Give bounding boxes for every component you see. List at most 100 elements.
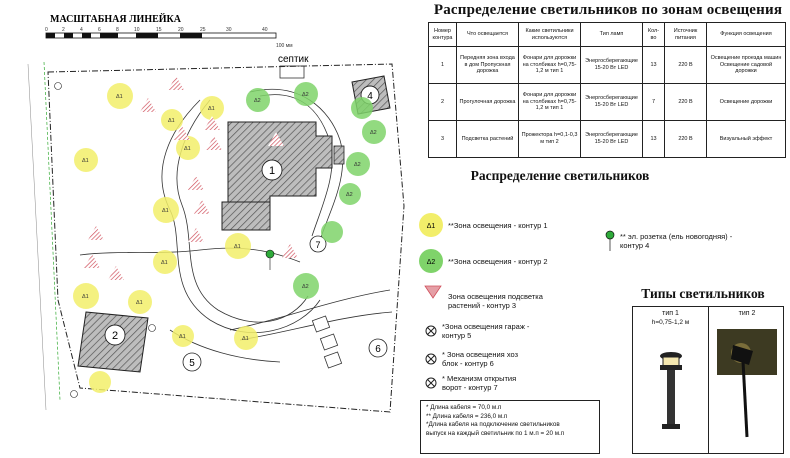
legend-label: Зона освещения подсветка растений - конт…	[448, 292, 543, 310]
site-plan: МАСШТАБНАЯ ЛИНЕЙКА 0 2 4 6 8 10 15 20 25…	[27, 13, 405, 413]
table-cell: Прогулочная дорожка	[456, 83, 519, 121]
cable-line-3: *Длина кабеля на подключение светильнико…	[426, 421, 560, 428]
svg-text:Δ1: Δ1	[136, 300, 143, 306]
svg-text:Δ1: Δ1	[161, 260, 168, 266]
green-circle-icon: Δ2	[419, 249, 443, 273]
cable-line-4: выпуск на каждый светильник по 1 м.п = 2…	[426, 429, 565, 437]
svg-text:Δ1: Δ1	[168, 118, 175, 124]
col-header-power: Источник питания	[664, 22, 707, 47]
legend-label: **Зона освещения - контур 1	[448, 220, 548, 230]
socket-icon	[605, 230, 615, 251]
table-cell: Фонари для дорожки на столбиках h=0,75-1…	[518, 46, 581, 84]
legend-item-contour-7: * Механизм открытия ворот - контур 7	[424, 374, 534, 392]
boundary-line-left	[43, 61, 61, 401]
scale-ruler	[45, 32, 277, 39]
svg-text:40: 40	[262, 27, 268, 33]
svg-text:Δ2: Δ2	[302, 92, 309, 98]
contour-markers	[54, 82, 156, 398]
svg-text:Δ2: Δ2	[302, 284, 309, 290]
spotlight-icon	[717, 329, 777, 438]
svg-text:4: 4	[80, 27, 83, 33]
table-header-row: Номер контура Что освещается Какие свети…	[428, 22, 786, 47]
table-row: 2 Прогулочная дорожка Фонари для дорожки…	[428, 83, 786, 121]
crossed-circle-icon	[425, 353, 437, 365]
svg-text:Δ2: Δ2	[427, 259, 436, 266]
fixture-types-box: тип 1 h=0,75-1,2 м тип 2	[632, 306, 784, 454]
legend-label: * Зона освещения хоз блок - контур 6	[442, 350, 519, 368]
scale-tick-labels: 0 2 4 6 8 10 15 20 25 30 40 100 мм	[45, 27, 293, 49]
svg-text:Δ2: Δ2	[354, 162, 361, 168]
col-header-lamp-type: Тип ламп	[580, 22, 643, 47]
table-cell: Освещение проезда машин Освещение садово…	[706, 46, 786, 84]
table-cell: Энергосберегающие 15-20 Вт LED	[580, 83, 643, 121]
svg-text:Δ1: Δ1	[427, 223, 436, 230]
col-header-function: Функция освещения	[706, 22, 786, 47]
zones-table: Номер контура Что освещается Какие свети…	[428, 22, 786, 158]
svg-text:Δ1: Δ1	[116, 94, 123, 100]
svg-text:Δ1: Δ1	[179, 334, 186, 340]
parking-blocks	[311, 315, 343, 369]
col-header-lit-object: Что освещается	[456, 22, 519, 47]
svg-text:100 мм: 100 мм	[276, 43, 293, 49]
svg-text:Δ1: Δ1	[242, 336, 249, 342]
yellow-light-zones	[73, 83, 258, 393]
area-label-5: 5	[189, 358, 195, 369]
svg-text:15: 15	[156, 27, 162, 33]
table-cell: Прожектора h=0,1-0,3 м тип 2	[518, 120, 581, 158]
road-edge	[27, 63, 47, 411]
crossed-circle-icon	[425, 325, 437, 337]
legend-label: *Зона освещения гараж - контур 5	[442, 322, 530, 340]
svg-text:0: 0	[45, 27, 48, 33]
zones-table-title: Распределение светильников по зонам осве…	[433, 2, 783, 18]
table-cell: 3	[428, 120, 457, 158]
red-spotlight-icon	[424, 285, 442, 299]
table-cell: 220 В	[664, 83, 707, 121]
bollard-light-icon	[660, 352, 682, 429]
legend-item-contour-2: Δ2 **Зона освещения - контур 2	[418, 248, 548, 274]
fixture-type-2-label: тип 2	[738, 310, 756, 317]
svg-text:Δ1: Δ1	[234, 244, 241, 250]
table-cell: Визуальный эффект	[706, 120, 786, 158]
cable-notes: * Длина кабеля = 70,0 м.п ** Длина кабел…	[420, 400, 600, 454]
svg-text:8: 8	[116, 27, 119, 33]
area-label-1: 1	[269, 165, 275, 177]
svg-text:2: 2	[62, 27, 65, 33]
plot-boundary	[47, 63, 405, 413]
col-header-contour: Номер контура	[428, 22, 457, 47]
svg-text:30: 30	[226, 27, 232, 33]
table-cell: 1	[428, 46, 457, 84]
legend-label: ** эл. розетка (ель новогодняя) - контур…	[620, 232, 733, 250]
table-cell: Фонари для дорожки на столбиках h=0,75-1…	[518, 83, 581, 121]
svg-text:6: 6	[98, 27, 101, 33]
table-cell: Передняя зона входа в дом Пропускная дор…	[456, 46, 519, 84]
area-label-4: 4	[367, 91, 373, 102]
cable-line-1: * Длина кабеля = 70,0 м.п	[426, 404, 502, 411]
svg-text:Δ1: Δ1	[184, 146, 191, 152]
svg-text:Δ1: Δ1	[162, 208, 169, 214]
area-marker-7	[309, 235, 327, 253]
table-cell: 7	[642, 83, 665, 121]
table-cell: 2	[428, 83, 457, 121]
house-building	[227, 121, 333, 205]
svg-text:25: 25	[200, 27, 206, 33]
crossed-circle-icon	[425, 377, 437, 389]
fixture-type-2: тип 2	[709, 307, 785, 453]
fixture-type-1-label: тип 1	[662, 310, 679, 317]
table-cell: 13	[642, 46, 665, 84]
plant-spotlights	[84, 76, 298, 280]
table-row: 3 Подсветка растений Прожектора h=0,1-0,…	[428, 120, 786, 158]
scale-title: МАСШТАБНАЯ ЛИНЕЙКА	[50, 13, 182, 25]
table-cell: Подсветка растений	[456, 120, 519, 158]
col-header-fixtures: Какие светильники используются	[518, 22, 581, 47]
col-header-quantity: Кол-во	[642, 22, 665, 47]
area-marker-2	[104, 324, 126, 346]
septic-label: септик	[278, 54, 309, 65]
legend-item-contour-1: Δ1 **Зона освещения - контур 1	[418, 212, 548, 238]
svg-text:Δ1: Δ1	[82, 158, 89, 164]
socket-marker	[265, 249, 275, 259]
area-label-7: 7	[315, 240, 320, 250]
green-light-zones	[246, 82, 386, 299]
fixture-types-title: Типы светильников	[641, 286, 765, 301]
